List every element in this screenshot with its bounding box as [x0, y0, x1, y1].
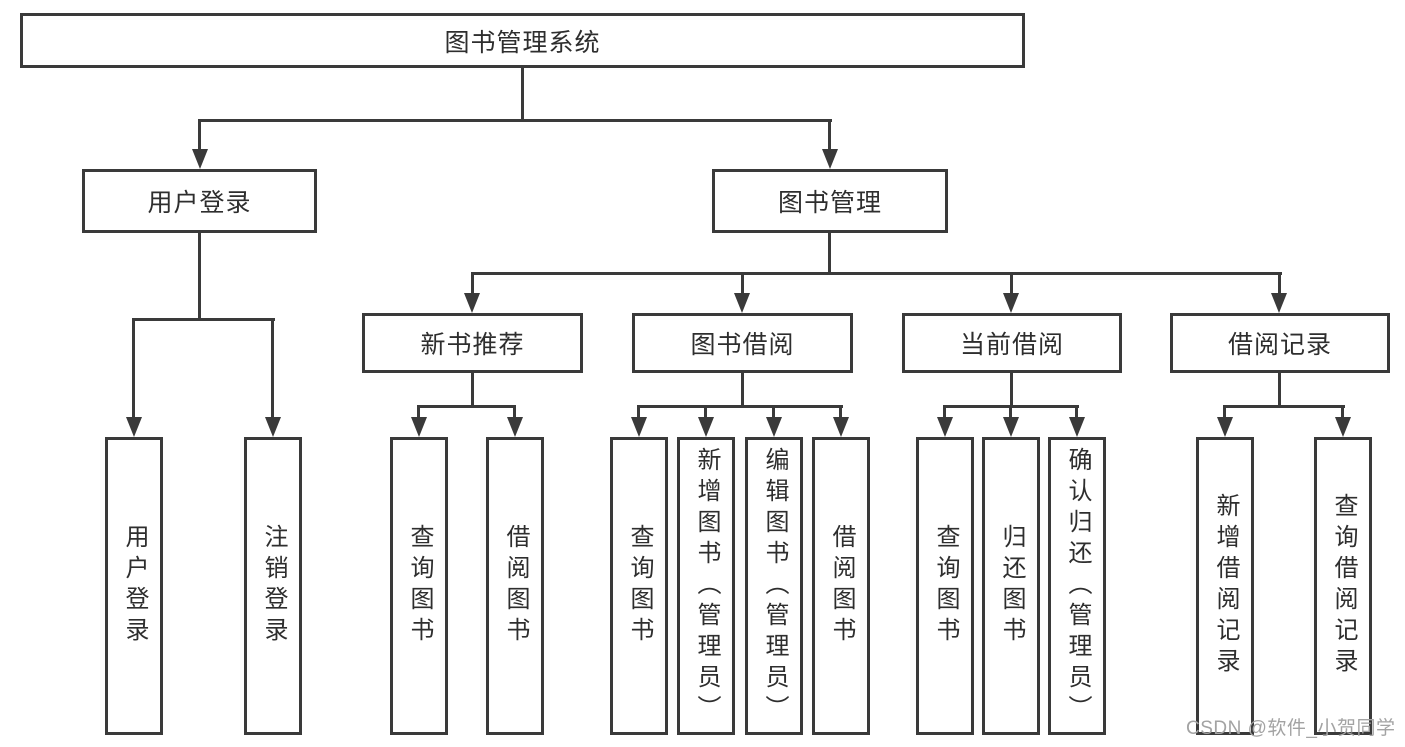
node-label: 查询借阅记录 [1330, 493, 1357, 679]
node-book-borrowing: 图书借阅 [632, 313, 853, 373]
connector-line [471, 272, 1282, 275]
leaf-query-books-borrowing: 查询图书 [610, 437, 668, 735]
node-current-borrowing: 当前借阅 [902, 313, 1122, 373]
leaf-add-borrow-record: 新增借阅记录 [1196, 437, 1254, 735]
arrow-down-icon [192, 149, 208, 169]
connector-line [1341, 408, 1344, 419]
node-label: 当前借阅 [959, 331, 1064, 359]
connector-line [943, 408, 946, 419]
connector-line [471, 275, 474, 295]
watermark: CSDN @软件_小贺同学 [1186, 718, 1396, 739]
arrow-down-icon [265, 417, 281, 437]
connector-line [704, 408, 707, 419]
connector-line [271, 321, 274, 419]
node-library-management-system: 图书管理系统 [20, 13, 1025, 68]
node-label: 新书推荐 [420, 331, 525, 359]
arrow-down-icon [507, 417, 523, 437]
node-label: 查询图书 [932, 524, 959, 648]
connector-line [1010, 373, 1013, 405]
connector-line [198, 119, 832, 122]
arrow-down-icon [822, 149, 838, 169]
connector-line [521, 68, 524, 119]
node-label: 确认归还（管理员） [1064, 446, 1091, 726]
leaf-query-books-current: 查询图书 [916, 437, 974, 735]
node-label: 归还图书 [998, 524, 1025, 648]
connector-line [943, 405, 1079, 408]
node-book-management: 图书管理 [712, 169, 948, 233]
arrow-down-icon [464, 293, 480, 313]
connector-line [1010, 275, 1013, 295]
connector-line [513, 408, 516, 419]
leaf-return-books: 归还图书 [982, 437, 1040, 735]
connector-line [1009, 408, 1012, 419]
connector-line [637, 408, 640, 419]
node-label: 用户登录 [121, 524, 148, 648]
node-label: 编辑图书（管理员） [761, 446, 788, 726]
leaf-borrow-books: 借阅图书 [812, 437, 870, 735]
connector-line [741, 373, 744, 405]
arrow-down-icon [631, 417, 647, 437]
arrow-down-icon [1003, 293, 1019, 313]
arrow-down-icon [698, 417, 714, 437]
node-label: 查询图书 [626, 524, 653, 648]
leaf-logout: 注销登录 [244, 437, 302, 735]
node-borrowing-records: 借阅记录 [1170, 313, 1390, 373]
leaf-confirm-return-admin: 确认归还（管理员） [1048, 437, 1106, 735]
node-label: 图书借阅 [690, 331, 795, 359]
connector-line [198, 122, 201, 152]
connector-line [828, 122, 831, 152]
connector-line [1223, 408, 1226, 419]
arrow-down-icon [1003, 417, 1019, 437]
arrow-down-icon [1271, 293, 1287, 313]
connector-line [839, 408, 842, 419]
node-label: 新增图书（管理员） [693, 446, 720, 726]
connector-line [1278, 275, 1281, 295]
arrow-down-icon [937, 417, 953, 437]
connector-line [828, 233, 831, 272]
node-label: 注销登录 [260, 524, 287, 648]
arrow-down-icon [126, 417, 142, 437]
node-label: 新增借阅记录 [1212, 493, 1239, 679]
connector-line [471, 373, 474, 405]
node-label: 借阅图书 [828, 524, 855, 648]
node-label: 借阅记录 [1227, 331, 1332, 359]
connector-line [1278, 373, 1281, 405]
connector-line [417, 405, 516, 408]
arrow-down-icon [734, 293, 750, 313]
connector-line [132, 318, 275, 321]
connector-line [417, 408, 420, 419]
arrow-down-icon [833, 417, 849, 437]
node-label: 借阅图书 [502, 524, 529, 648]
leaf-user-login: 用户登录 [105, 437, 163, 735]
connector-line [198, 233, 201, 318]
connector-line [741, 275, 744, 295]
arrow-down-icon [1335, 417, 1351, 437]
node-label: 用户登录 [147, 189, 252, 217]
arrow-down-icon [411, 417, 427, 437]
leaf-query-borrow-record: 查询借阅记录 [1314, 437, 1372, 735]
connector-line [772, 408, 775, 419]
arrow-down-icon [766, 417, 782, 437]
leaf-borrow-books-recommend: 借阅图书 [486, 437, 544, 735]
node-label: 图书管理 [777, 189, 882, 217]
connector-line [637, 405, 843, 408]
leaf-add-books-admin: 新增图书（管理员） [677, 437, 735, 735]
node-label: 查询图书 [406, 524, 433, 648]
arrow-down-icon [1217, 417, 1233, 437]
node-user-login: 用户登录 [82, 169, 317, 233]
leaf-query-books-recommend: 查询图书 [390, 437, 448, 735]
connector-line [1075, 408, 1078, 419]
node-label: 图书管理系统 [444, 28, 601, 57]
node-new-book-recommendation: 新书推荐 [362, 313, 583, 373]
connector-line [1223, 405, 1345, 408]
leaf-edit-books-admin: 编辑图书（管理员） [745, 437, 803, 735]
arrow-down-icon [1069, 417, 1085, 437]
connector-line [132, 321, 135, 419]
